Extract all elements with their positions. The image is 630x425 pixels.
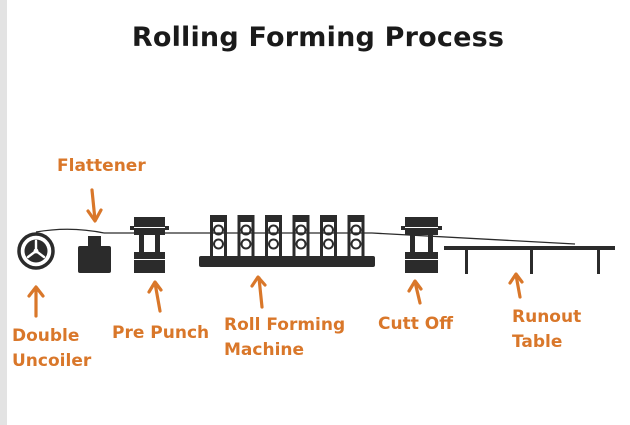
runout-table-label-line-2: Table <box>512 332 563 352</box>
runout-table-arrow <box>508 272 524 299</box>
double-uncoiler-label: Double Uncoiler <box>12 324 91 374</box>
diagram-title: Rolling Forming Process <box>131 22 505 53</box>
cutt-off-label: Cutt Off <box>378 314 453 334</box>
runout-table-label-line-1: Runout <box>512 307 582 327</box>
cutt-off-arrow <box>407 279 423 305</box>
page-edge-strip <box>0 0 7 425</box>
roll-forming-machine-label: Roll Forming Machine <box>224 313 345 363</box>
flattener-icon <box>78 236 111 273</box>
pre-punch-label: Pre Punch <box>112 323 210 343</box>
double-uncoiler-arrow <box>27 285 45 318</box>
roll-forming-machine-label-line-1: Roll Forming <box>224 315 346 335</box>
runout-table-label: Runout Table <box>512 305 581 355</box>
runout-table-icon <box>444 246 615 274</box>
roll-stand-icon <box>210 215 227 256</box>
roll-stand-icon <box>237 215 255 256</box>
double-uncoiler-label-line-1: Double <box>12 326 80 346</box>
flattener-label: Flattener <box>57 156 146 176</box>
roll-forming-machine-label-line-2: Machine <box>224 340 305 360</box>
roll-forming-machine-arrow <box>250 275 267 309</box>
double-uncoiler-icon <box>17 232 55 270</box>
roll-forming-machine-icon <box>199 215 375 267</box>
roll-stand-icon <box>347 215 365 256</box>
double-uncoiler-label-line-2: Uncoiler <box>12 351 92 371</box>
pre-punch-arrow <box>147 280 163 313</box>
flattener-arrow <box>86 188 103 223</box>
roll-stand-icon <box>265 215 282 256</box>
cutt-off-icon <box>401 217 442 273</box>
pre-punch-icon <box>130 217 169 273</box>
roll-stand-icon <box>292 215 310 256</box>
roll-stand-icon <box>320 215 337 256</box>
